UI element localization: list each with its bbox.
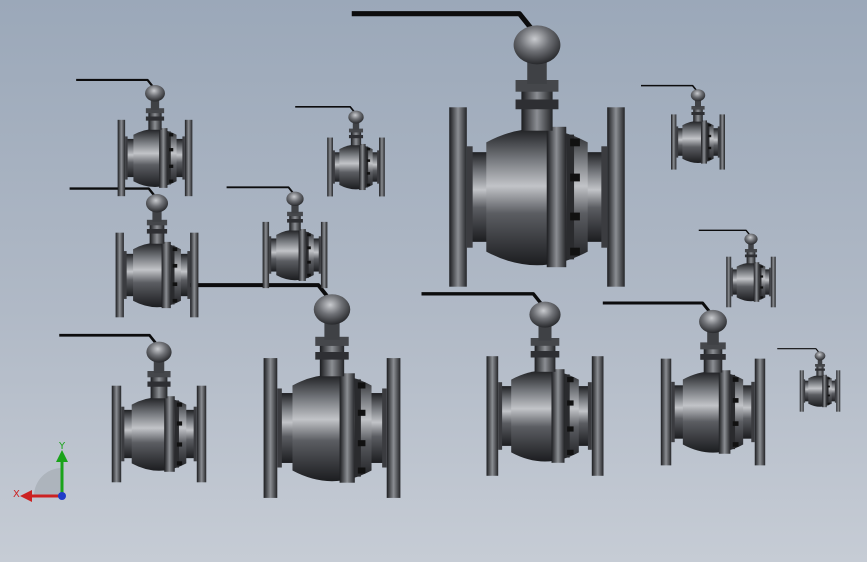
valve-medium-bottom-right[interactable] <box>601 301 767 467</box>
valve-small-mid-right[interactable] <box>698 229 777 309</box>
triad-y-label: Y <box>58 441 66 452</box>
valve-tiny-bottom-right[interactable] <box>776 348 841 413</box>
z-axis-dot <box>58 492 66 500</box>
valve-small-top-right[interactable] <box>640 84 726 171</box>
coordinate-triad: Y X <box>13 441 68 502</box>
triad-x-label: X <box>13 489 20 500</box>
valve-large-top[interactable] <box>352 14 625 287</box>
valve-small-top-center[interactable] <box>294 106 386 198</box>
valve-medium-bottom-center[interactable] <box>419 292 606 478</box>
valve-medium-mid-left[interactable] <box>68 187 200 319</box>
valve-large-bottom-left[interactable] <box>185 283 403 500</box>
valve-small-mid-center[interactable] <box>225 186 329 290</box>
valve-small-top-left[interactable] <box>75 78 194 198</box>
